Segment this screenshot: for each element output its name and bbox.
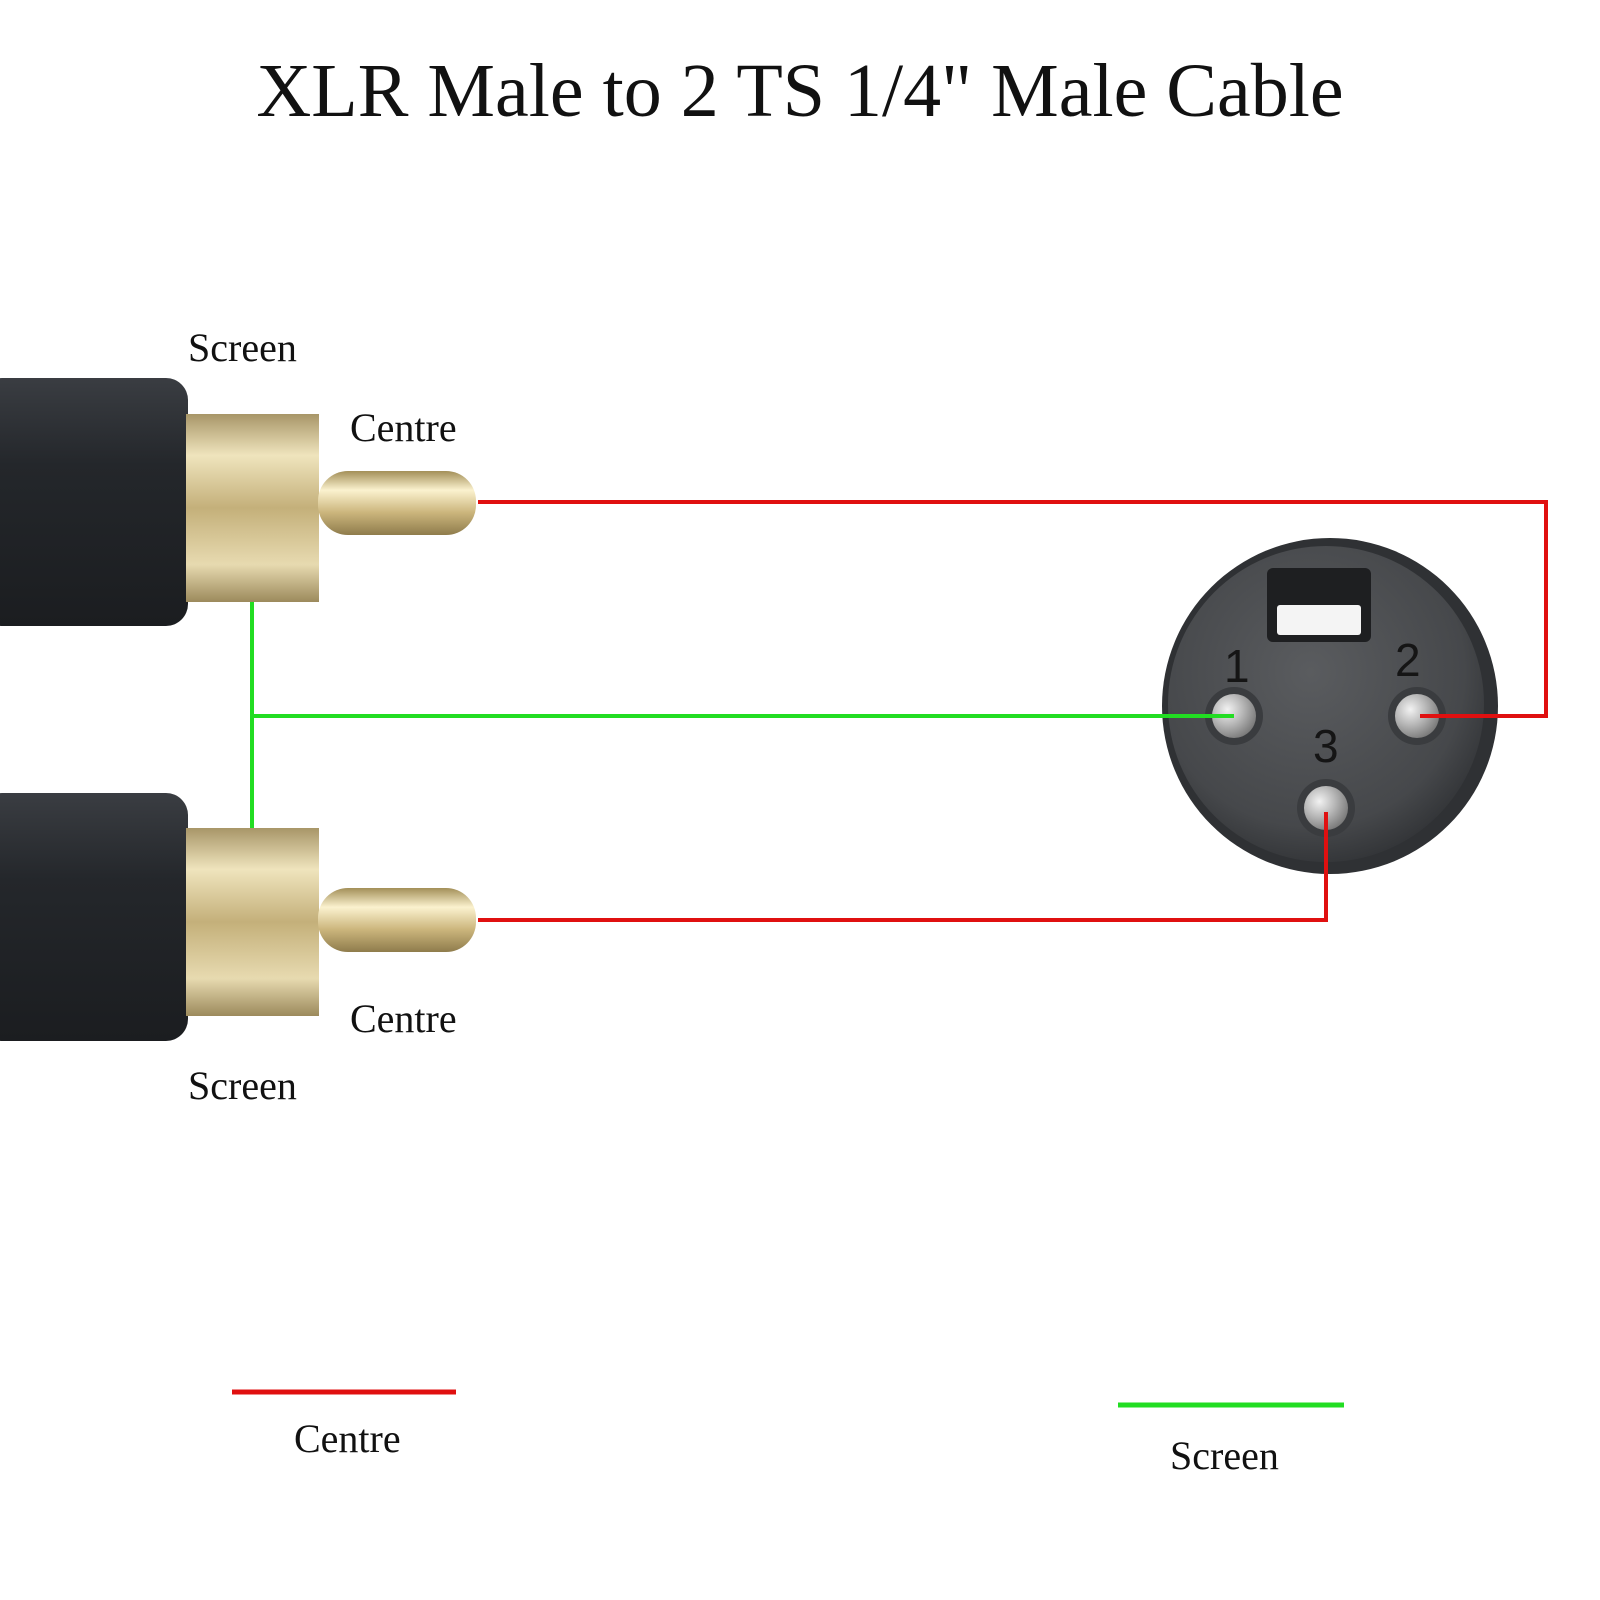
top-plug-screen-label: Screen	[188, 325, 297, 370]
bottom-plug-screen-label: Screen	[188, 1063, 297, 1108]
xlr-pin-2	[1395, 694, 1439, 738]
xlr-pin-3	[1304, 786, 1348, 830]
diagram-title: XLR Male to 2 TS 1/4" Male Cable	[256, 49, 1344, 133]
top-plug-body	[0, 378, 188, 626]
bottom-ts-plug	[0, 793, 476, 1041]
top-ts-plug	[0, 378, 476, 626]
wire-bottom-centre-to-pin-3	[478, 812, 1328, 922]
xlr-face	[1168, 546, 1484, 862]
wire-top-screen-to-pin-1	[250, 602, 1234, 718]
xlr-pin-1-number: 1	[1224, 640, 1250, 692]
legend-screen-label: Screen	[1170, 1433, 1279, 1478]
bottom-plug-tip	[318, 888, 476, 952]
top-plug-tip	[318, 471, 476, 535]
xlr-connector: 1 2 3	[1162, 538, 1498, 874]
xlr-pin-3-number: 3	[1313, 720, 1339, 772]
wire-top-centre-to-pin-2	[478, 500, 1548, 718]
xlr-latch-tab	[1277, 605, 1361, 635]
legend-centre-label: Centre	[294, 1416, 401, 1461]
xlr-pin-2-number: 2	[1395, 634, 1421, 686]
top-plug-centre-label: Centre	[350, 405, 457, 450]
bottom-plug-centre-label: Centre	[350, 996, 457, 1041]
bottom-plug-body	[0, 793, 188, 1041]
wires	[250, 500, 1548, 922]
top-plug-sleeve	[186, 414, 319, 602]
bottom-plug-sleeve	[186, 828, 319, 1016]
